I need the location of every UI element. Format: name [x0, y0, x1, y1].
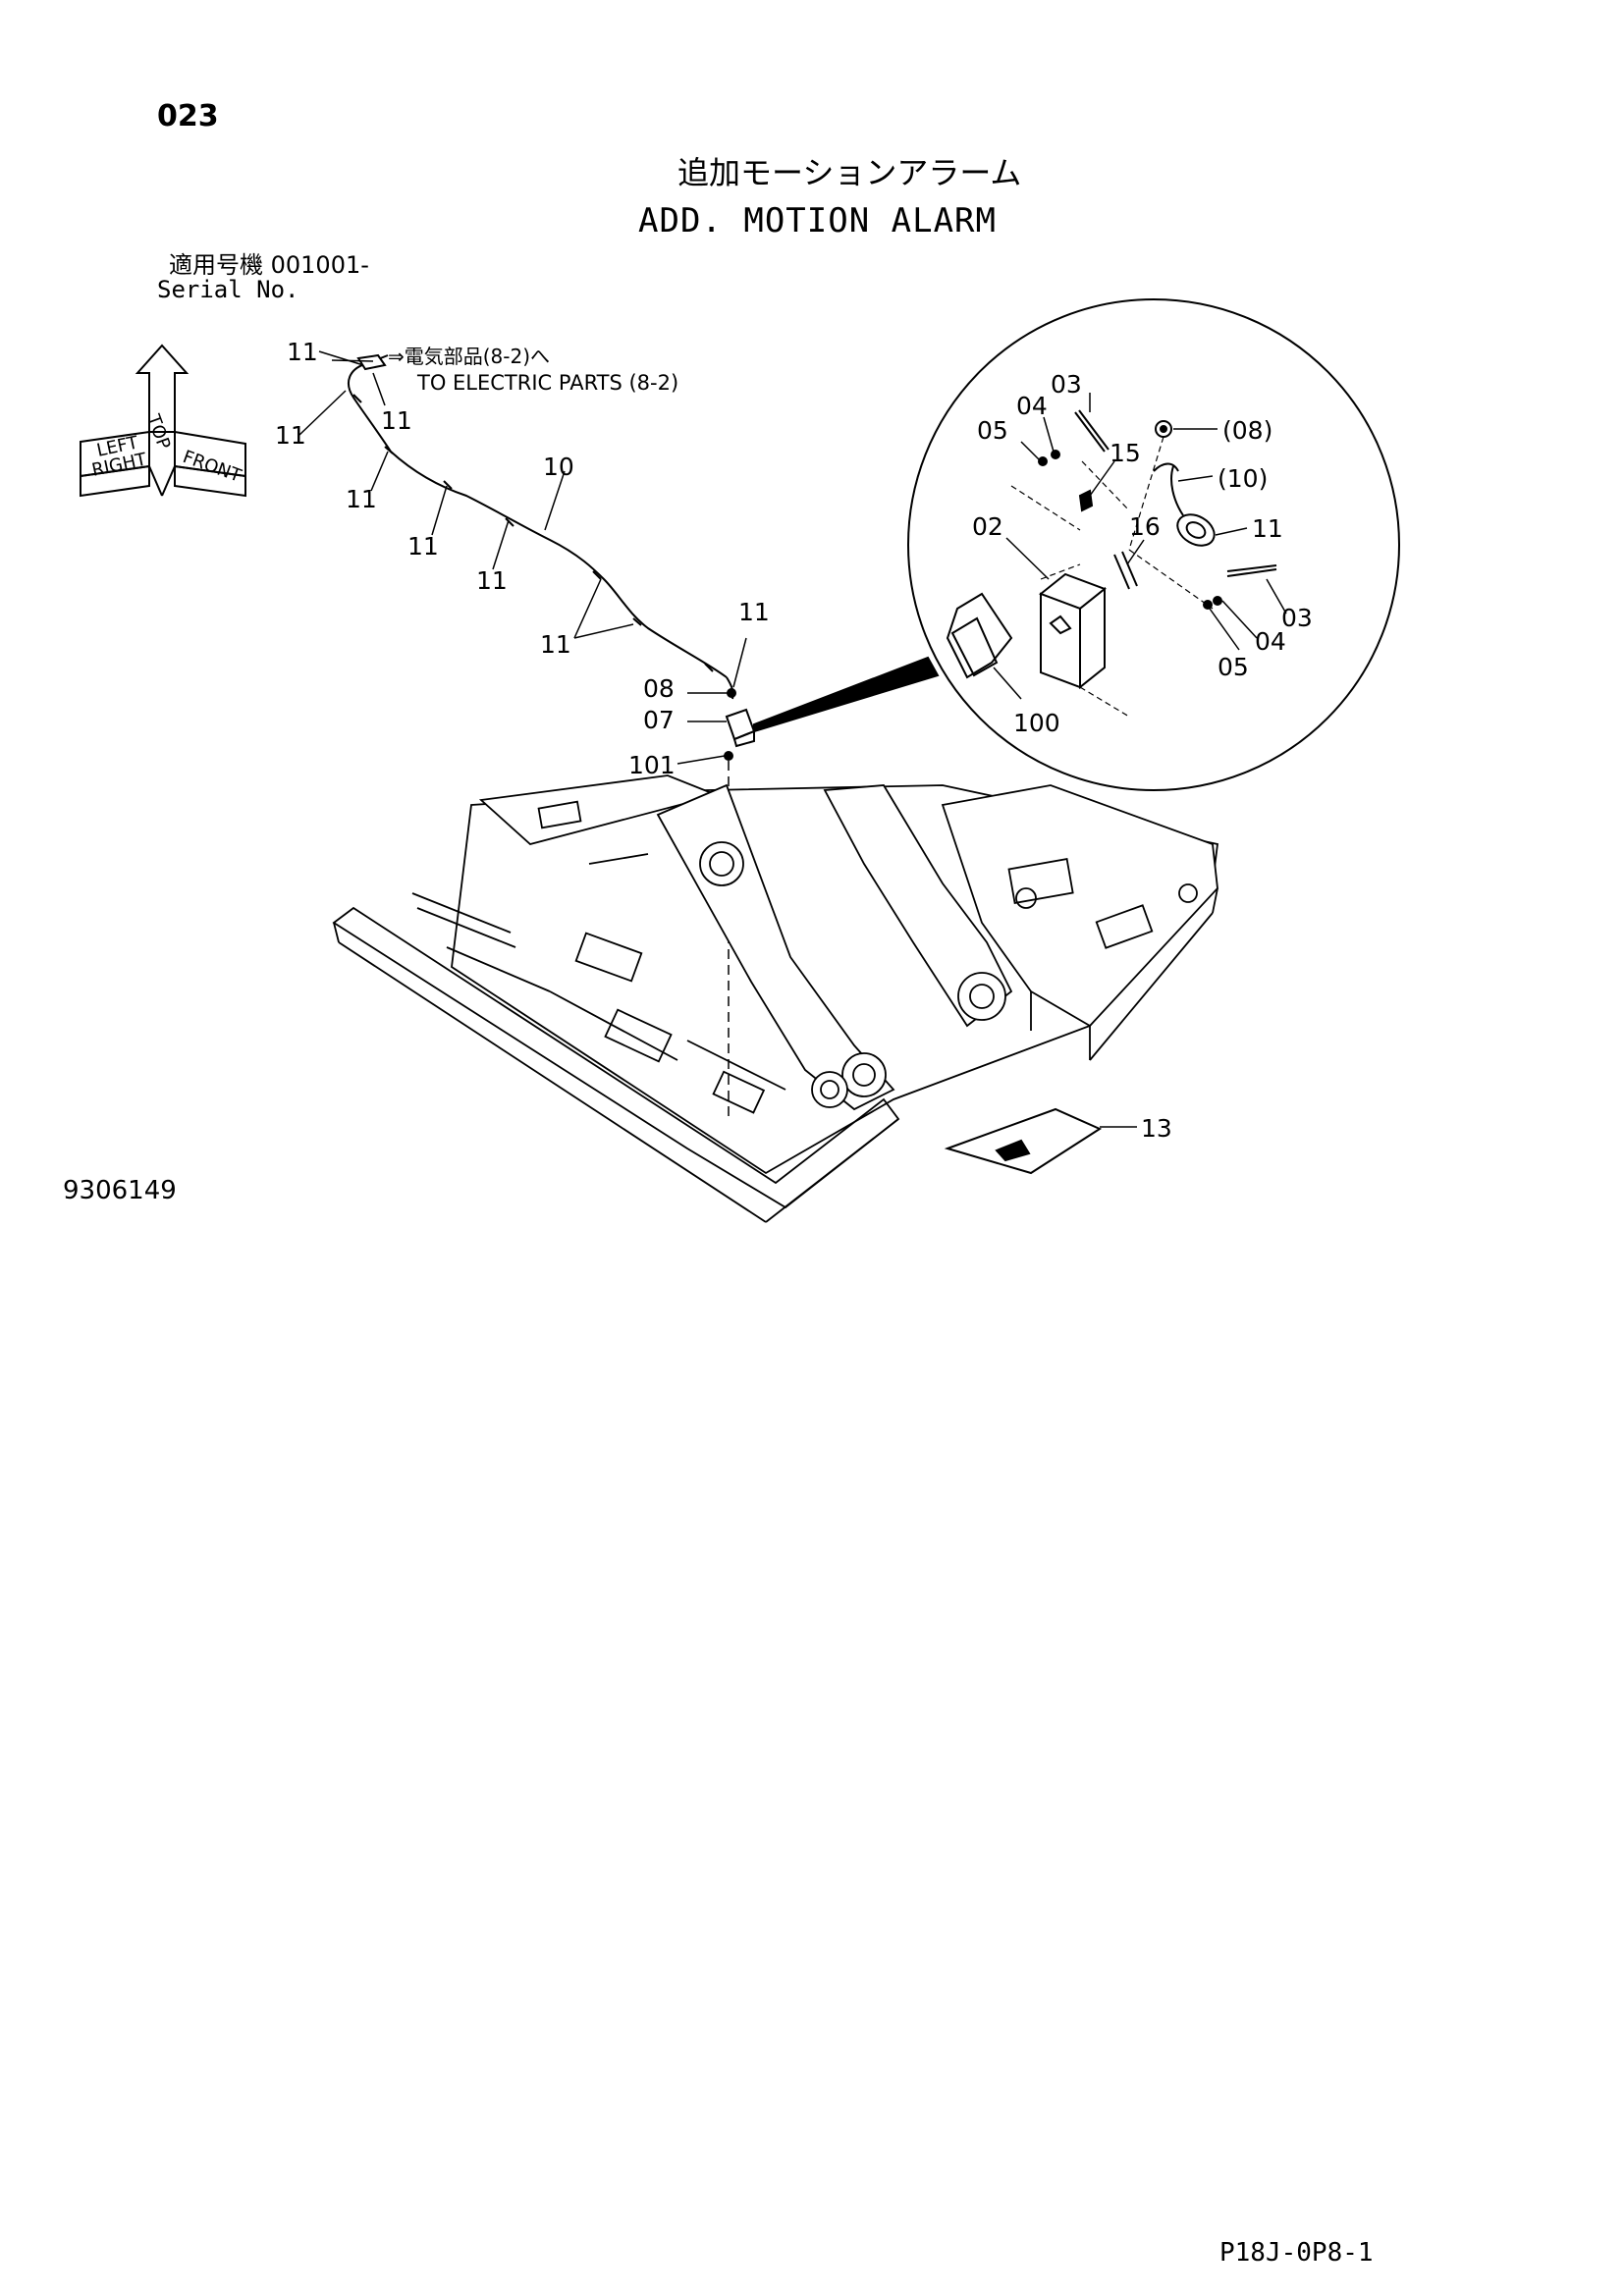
callout-11: 11: [540, 630, 571, 659]
detail-callout-05: 05: [977, 416, 1008, 445]
detail-callout-100: 100: [1013, 709, 1060, 737]
callout-11: 11: [476, 566, 508, 595]
wire-clips: [352, 394, 714, 672]
detail-callout-10: (10): [1218, 464, 1268, 493]
detail-callout-16: 16: [1129, 512, 1161, 541]
figure-number: 9306149: [63, 1176, 177, 1205]
detail-callout-15: 15: [1110, 439, 1141, 467]
machine-frame: [332, 774, 1218, 1223]
electric-parts-note-jp: ⇒電気部品(8-2)へ: [388, 345, 550, 368]
detail-callout-04: 04: [1255, 627, 1286, 656]
serial-label: Serial No.: [157, 276, 299, 303]
callout-11: 11: [287, 338, 318, 366]
detail-bracket: [1039, 563, 1130, 718]
wire-harness: [348, 362, 728, 678]
callout-11: 11: [346, 485, 377, 513]
leader-lines: [298, 350, 1137, 1128]
detail-circle: [907, 298, 1400, 791]
serial-range-japanese: 適用号機 001001-: [169, 251, 369, 279]
page-number: 023: [157, 99, 219, 133]
detail-callout-11: 11: [1252, 514, 1283, 543]
sheet-code: P18J-0P8-1: [1219, 2238, 1374, 2268]
callout-11: 11: [275, 421, 306, 450]
detail-plate: [946, 592, 1013, 679]
detail-callout-04: 04: [1016, 392, 1048, 420]
callout-13: 13: [1141, 1114, 1172, 1143]
electric-parts-note-en: TO ELECTRIC PARTS (8-2): [416, 371, 678, 395]
detail-callout-03: 03: [1051, 370, 1082, 399]
detail-bolt-lower: [1226, 564, 1277, 572]
detail-alarm: [1176, 513, 1216, 547]
callout-11: 11: [407, 532, 439, 561]
detail-callout-03: 03: [1281, 604, 1313, 632]
callout-08: 08: [643, 674, 675, 703]
motion-alarm-unit: [725, 708, 756, 741]
orientation-indicator: [80, 344, 246, 498]
callout-11: 11: [738, 598, 770, 626]
floor-plate: [944, 1107, 1103, 1175]
title-english: ADD. MOTION ALARM: [638, 201, 997, 240]
detail-cone: [753, 656, 940, 733]
title-japanese: 追加モーションアラーム: [677, 154, 1022, 191]
detail-callout-02: 02: [972, 512, 1003, 541]
callout-101: 101: [628, 751, 676, 779]
detail-bolt-upper: [1074, 411, 1106, 453]
detail-callout-08: (08): [1222, 416, 1272, 445]
orientation-front-label: FRONT: [180, 447, 244, 487]
detail-callout-05: 05: [1218, 653, 1249, 681]
callout-07: 07: [643, 706, 675, 734]
callout-11: 11: [381, 406, 412, 435]
callout-10: 10: [543, 453, 574, 481]
